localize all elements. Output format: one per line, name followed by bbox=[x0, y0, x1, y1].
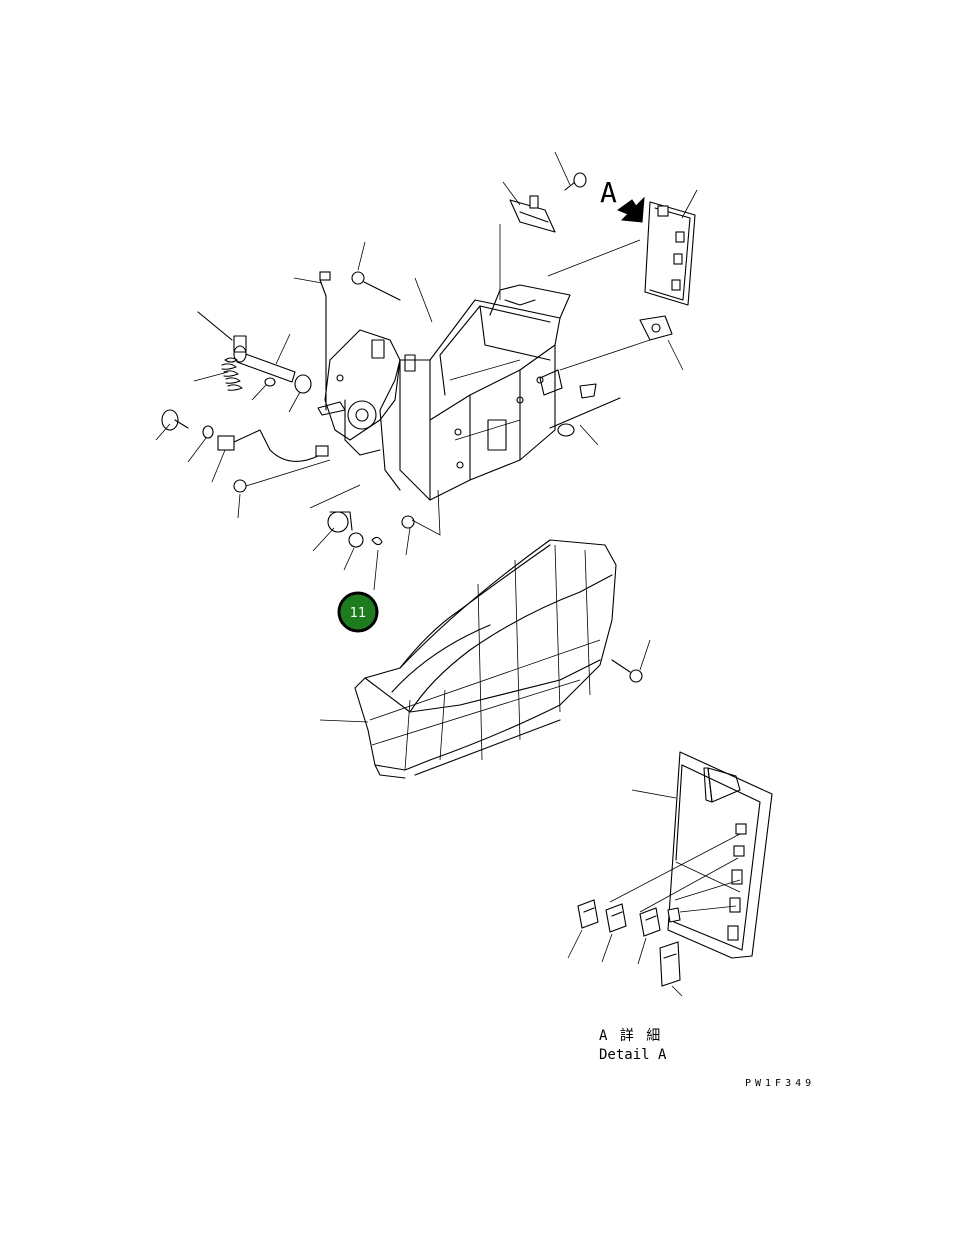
switch-harness bbox=[161, 409, 331, 493]
callout-number: 11 bbox=[350, 606, 367, 621]
view-a-part bbox=[644, 201, 696, 306]
drawing-code: PW1F349 bbox=[745, 1078, 815, 1089]
view-direction-arrow-icon bbox=[616, 196, 645, 223]
detail-label-jp: A 詳 細 bbox=[599, 1028, 662, 1044]
pin-assembly bbox=[197, 271, 331, 411]
detail-a-switches bbox=[567, 899, 683, 997]
callout-11[interactable]: 11 bbox=[337, 591, 379, 633]
view-label: A bbox=[600, 176, 617, 209]
detail-label-en: Detail A bbox=[599, 1047, 667, 1063]
detail-leader bbox=[631, 789, 677, 799]
detail-a-panel bbox=[609, 751, 773, 959]
console-cover bbox=[319, 539, 651, 779]
console-frame bbox=[379, 284, 571, 501]
fasteners bbox=[309, 172, 673, 548]
leader-lines-upper bbox=[155, 151, 698, 591]
side-plate bbox=[317, 329, 416, 456]
